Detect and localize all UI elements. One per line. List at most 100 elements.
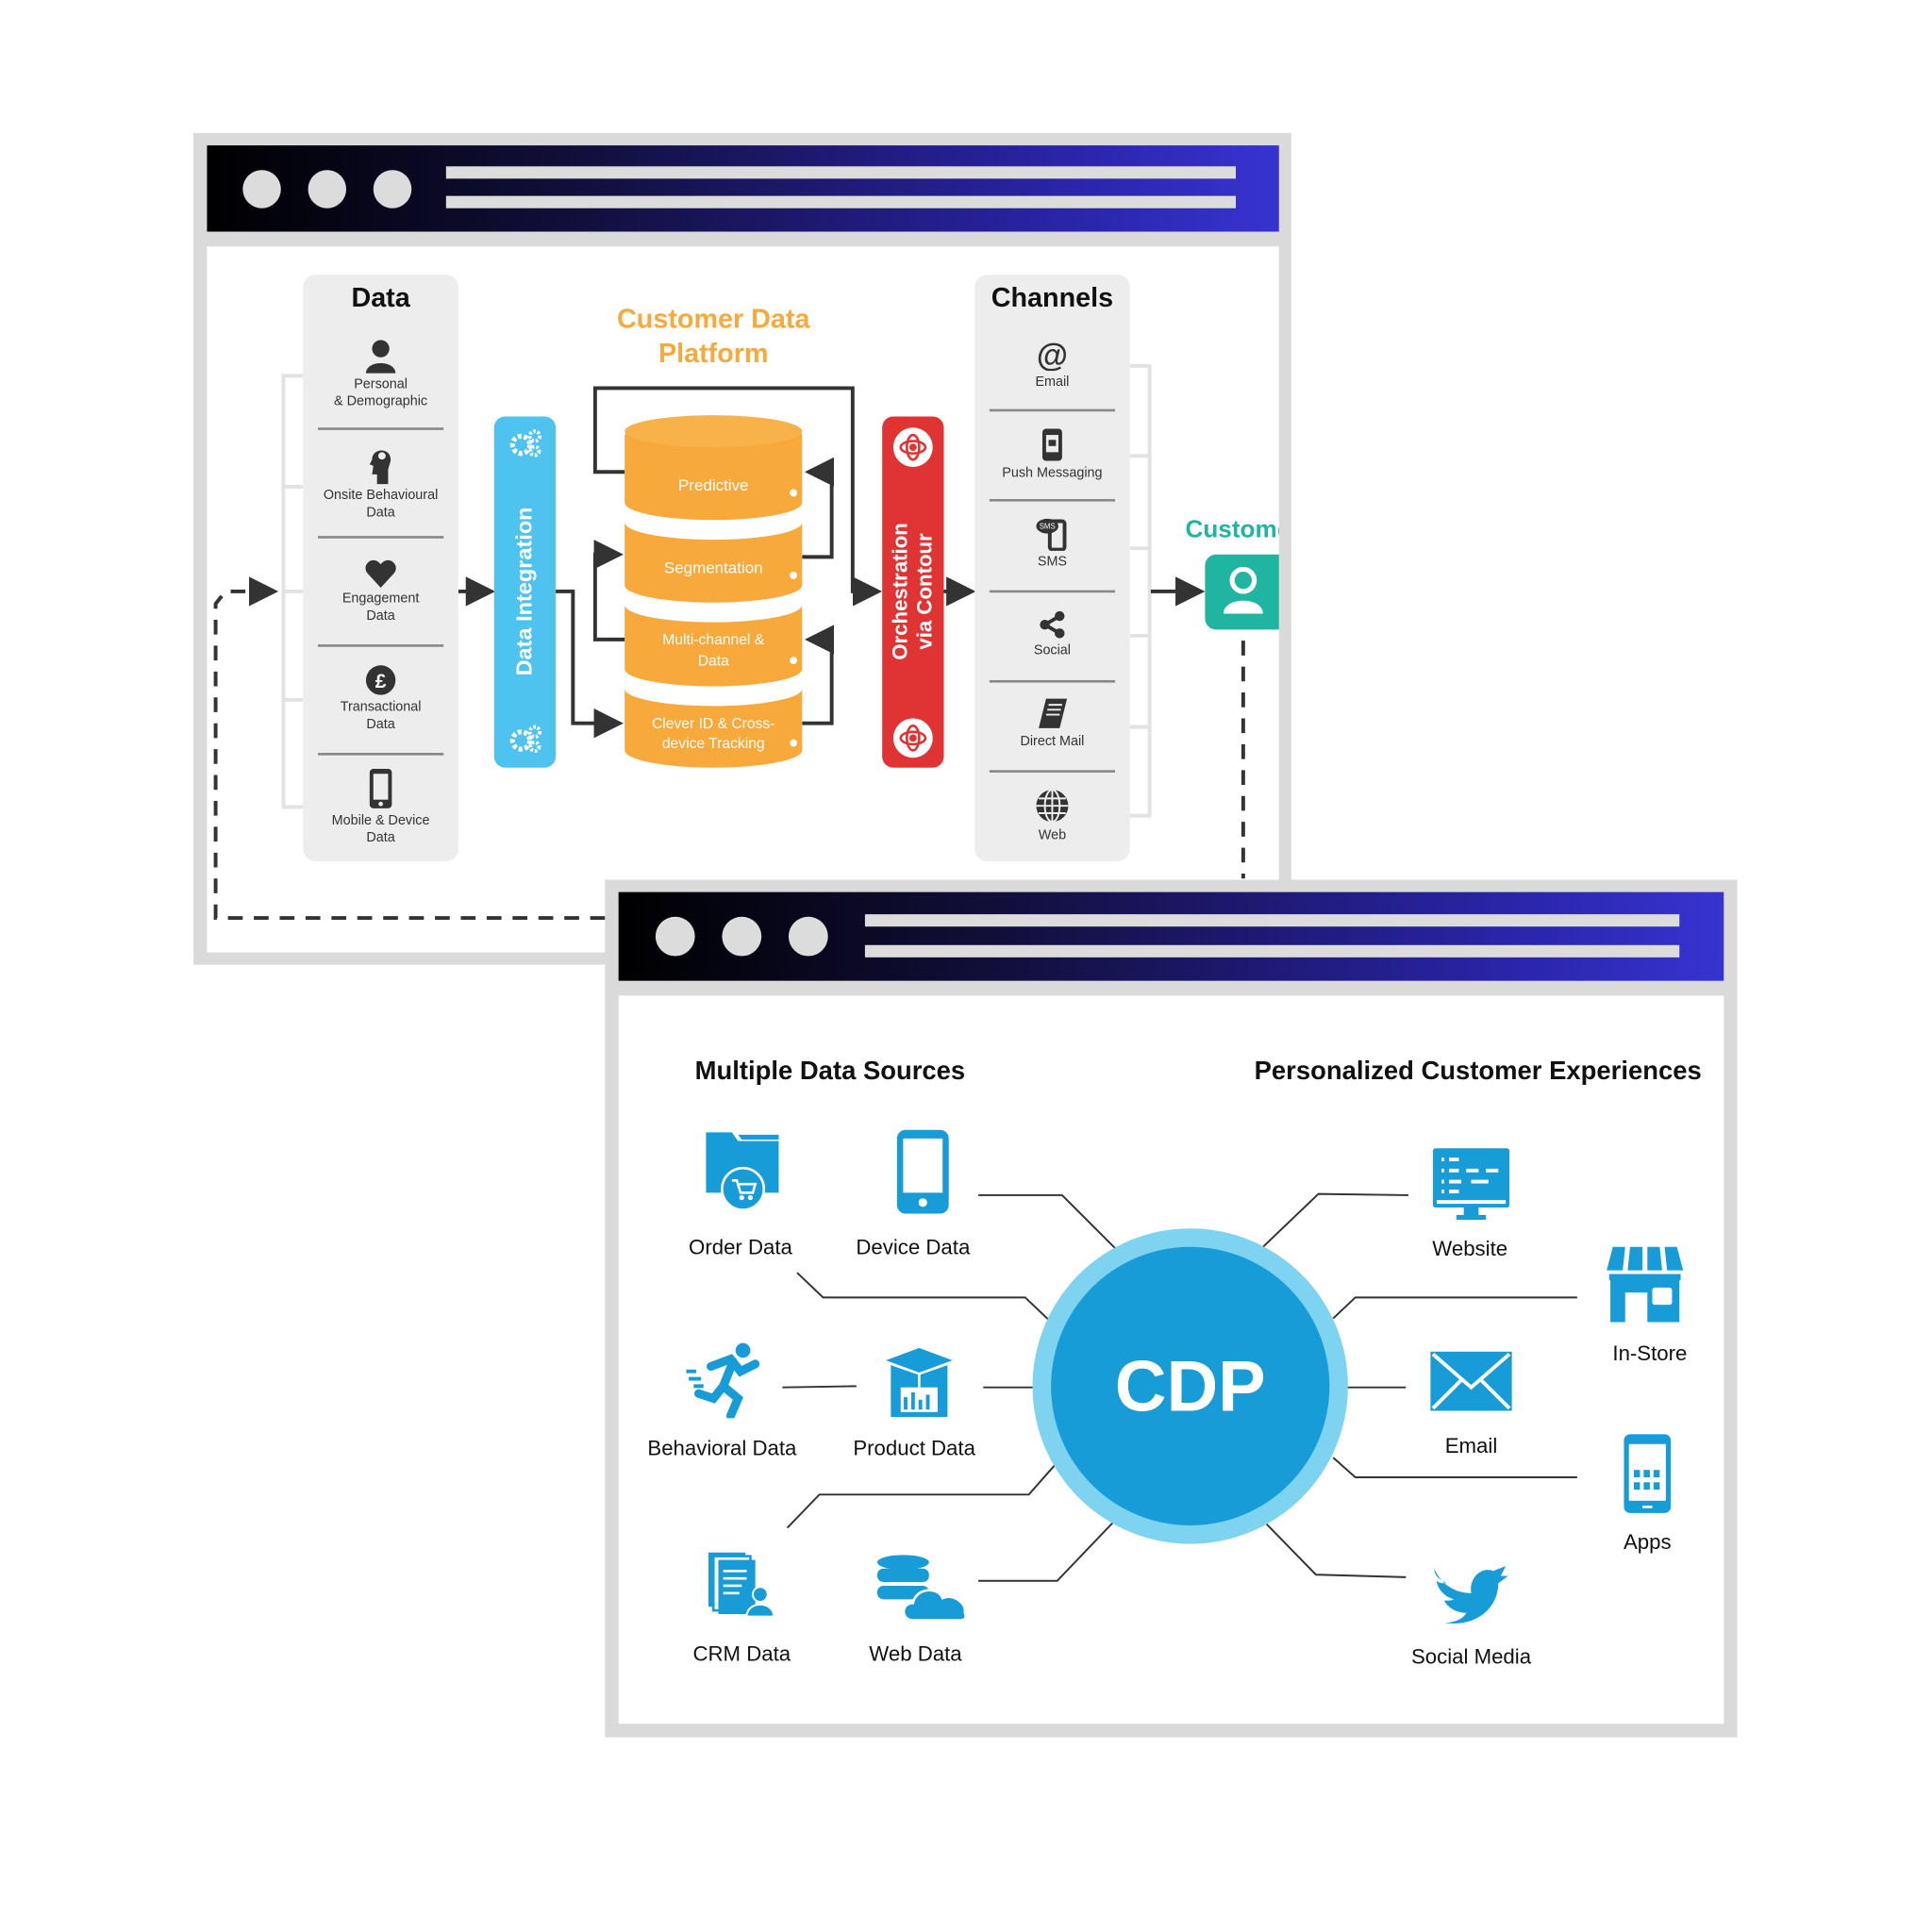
pound-icon: £ [365, 665, 396, 695]
svg-text:Data: Data [698, 653, 729, 669]
experience-apps[interactable]: Apps [1623, 1530, 1672, 1555]
divider [317, 644, 444, 647]
gears-icon [509, 429, 542, 458]
person-icon [365, 340, 396, 374]
heart-icon [365, 559, 396, 589]
source-web-data[interactable]: Web Data [869, 1642, 962, 1666]
source-product-data[interactable]: Product Data [853, 1436, 975, 1460]
customer-icon [1223, 566, 1263, 614]
svg-text:Clever ID & Cross-: Clever ID & Cross- [652, 716, 775, 732]
divider [317, 753, 444, 756]
channel-direct-mail[interactable]: Direct Mail [974, 696, 1130, 750]
window-dot[interactable] [242, 170, 281, 208]
channels-panel: Channels @ Email Push Messaging SMS SMS … [974, 275, 1130, 861]
source-order-data[interactable]: Order Data [689, 1236, 792, 1259]
left-heading: Multiple Data Sources [694, 1057, 966, 1086]
source-crm-data[interactable]: CRM Data [692, 1642, 791, 1666]
data-panel: Data Personal & Demographic Onsite Behav… [303, 275, 458, 861]
channel-push-messaging[interactable]: Push Messaging [974, 427, 1130, 481]
divider [989, 498, 1116, 502]
item-label: Data [366, 717, 395, 732]
svg-text:Multi-channel &: Multi-channel & [662, 632, 764, 648]
layer-clever-id[interactable]: Clever ID & Cross- device Tracking [625, 689, 803, 768]
data-item-onsite-behavioural[interactable]: Onsite Behavioural Data [303, 445, 458, 522]
item-label: Engagement [341, 591, 420, 607]
channel-sms[interactable]: SMS SMS [974, 516, 1130, 570]
layer-multichannel[interactable]: Multi-channel & Data [625, 605, 803, 687]
top-window-titlebar [207, 145, 1279, 232]
window-dot[interactable] [373, 170, 412, 208]
address-bar-line [445, 166, 1237, 179]
item-label: Data [366, 608, 395, 624]
orchestration-bar[interactable]: Orchestration via Contour [882, 416, 944, 768]
documents-user-icon [708, 1552, 774, 1618]
layer-predictive[interactable]: Predictive [625, 415, 803, 521]
share-icon [1040, 610, 1065, 639]
customer-box[interactable] [1205, 554, 1279, 630]
head-gears-icon [369, 450, 391, 485]
phone-apps-icon [1624, 1434, 1672, 1513]
source-device-data[interactable]: Device Data [856, 1236, 971, 1259]
window-dot[interactable] [788, 916, 828, 957]
globe-icon [1036, 789, 1069, 824]
experience-social-media[interactable]: Social Media [1410, 1644, 1532, 1669]
channel-label: Web [1038, 827, 1067, 843]
data-item-transactional[interactable]: £ Transactional Data [303, 664, 458, 733]
svg-text:Predictive: Predictive [678, 476, 749, 494]
channel-label: Social [1033, 642, 1071, 658]
source-behavioral-data[interactable]: Behavioral Data [647, 1436, 797, 1460]
experience-website[interactable]: Website [1432, 1237, 1508, 1261]
envelope-icon [1430, 1351, 1512, 1411]
book-icon [1039, 698, 1068, 728]
platform-title: Customer Data Platform [617, 302, 809, 371]
divider [317, 536, 444, 539]
channel-social[interactable]: Social [974, 610, 1130, 659]
window-dot[interactable] [655, 916, 695, 957]
item-label: Mobile & Device [331, 813, 430, 828]
cdp-core[interactable] [1051, 1246, 1330, 1525]
divider [989, 590, 1116, 593]
svg-text:Segmentation: Segmentation [664, 558, 763, 576]
cdp-label: CDP [1115, 1347, 1266, 1427]
right-heading: Personalized Customer Experiences [1254, 1057, 1702, 1086]
folder-cart-icon [706, 1132, 779, 1211]
tablet-icon [896, 1129, 949, 1214]
window-dot[interactable] [722, 916, 762, 957]
svg-text:£: £ [375, 671, 387, 692]
push-phone-icon [1041, 428, 1062, 461]
svg-text:device Tracking: device Tracking [662, 736, 765, 752]
bottom-window-titlebar [618, 891, 1724, 981]
item-label: Data [366, 830, 395, 845]
divider [989, 679, 1116, 683]
window-dot[interactable] [308, 170, 347, 208]
database-cloud-icon [876, 1555, 968, 1622]
bird-icon [1434, 1566, 1508, 1624]
data-item-personal[interactable]: Personal & Demographic [303, 339, 458, 410]
sms-icon: SMS [1036, 518, 1067, 551]
customer-label: Custome [1185, 516, 1278, 543]
data-item-mobile-device[interactable]: Mobile & Device Data [303, 768, 458, 847]
data-item-engagement[interactable]: Engagement Data [303, 558, 458, 625]
address-bar-line [864, 944, 1680, 958]
data-integration-bar[interactable]: Data Integration [493, 416, 557, 768]
channel-label: Push Messaging [1002, 465, 1103, 481]
channel-email[interactable]: @ Email [974, 339, 1130, 391]
address-bar-line [445, 195, 1237, 208]
experience-in-store[interactable]: In-Store [1612, 1341, 1688, 1366]
item-label: & Demographic [334, 393, 428, 409]
channel-label: Direct Mail [1020, 734, 1085, 750]
layer-segmentation[interactable]: Segmentation [625, 522, 803, 603]
monitor-icon [1433, 1148, 1509, 1221]
channel-web[interactable]: Web [974, 788, 1130, 844]
item-label: Data [366, 505, 395, 521]
box-chart-icon [886, 1347, 953, 1418]
experience-email[interactable]: Email [1444, 1434, 1498, 1458]
contour-logo-icon [892, 427, 933, 468]
svg-text:@: @ [1037, 339, 1068, 371]
platform-title-line: Customer Data [617, 303, 810, 334]
item-label: Personal [354, 376, 408, 392]
channels-panel-title: Channels [991, 282, 1114, 313]
